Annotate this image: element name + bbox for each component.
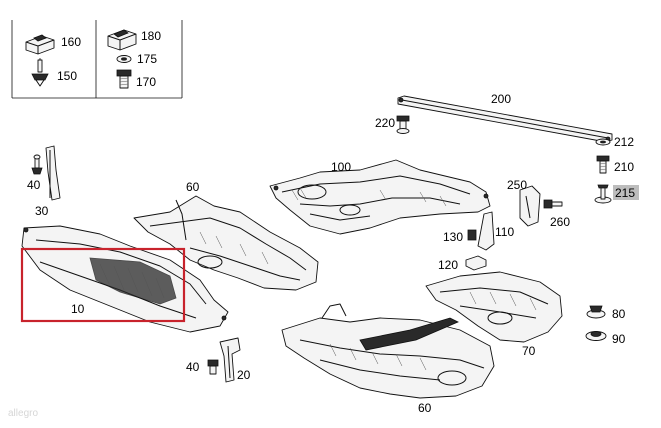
callout-212: 212	[614, 135, 634, 149]
callout-60-lower: 60	[418, 401, 432, 415]
side-shield-70	[425, 271, 563, 343]
callout-130: 130	[443, 230, 463, 244]
spreading-rivet-icon	[31, 58, 49, 87]
legend-label-175: 175	[137, 52, 157, 66]
callout-30: 30	[35, 204, 49, 218]
underbody-panel-10	[21, 225, 229, 333]
callout-20: 20	[237, 368, 251, 382]
bolt-icon	[207, 359, 219, 375]
washer-icon	[116, 55, 132, 63]
callout-215: 215	[615, 186, 635, 200]
spreading-rivet-icon	[594, 184, 612, 204]
engine-cover-100	[269, 159, 491, 235]
clip-nut-icon	[585, 331, 607, 341]
callout-90: 90	[612, 332, 626, 346]
bolt-icon	[543, 199, 563, 209]
bracket-30	[45, 145, 61, 201]
legend-label-180: 180	[141, 29, 161, 43]
bolt-icon	[467, 229, 477, 241]
bracket-110	[477, 211, 495, 251]
small-parts-legend: 160 150 180 175 170	[11, 20, 183, 99]
clip-nut-icon	[107, 29, 137, 51]
callout-40-upper: 40	[27, 178, 41, 192]
callout-210: 210	[614, 160, 634, 174]
callout-250: 250	[507, 178, 527, 192]
callout-40-lower: 40	[186, 360, 200, 374]
clip-nut-icon	[25, 34, 55, 55]
legend-label-170: 170	[136, 75, 156, 89]
bracket-20	[219, 337, 241, 383]
clip-nut-icon	[465, 255, 487, 271]
bracket-250	[519, 185, 541, 227]
legend-label-150: 150	[57, 69, 77, 83]
bolt-icon	[116, 69, 132, 89]
spreading-rivet-icon	[586, 305, 606, 319]
callout-60-upper: 60	[186, 180, 200, 194]
spreading-rivet-icon	[31, 154, 43, 175]
callout-220: 220	[375, 116, 395, 130]
callout-260: 260	[550, 215, 570, 229]
legend-label-160: 160	[61, 35, 81, 49]
strut-200	[397, 95, 613, 143]
bolt-icon	[396, 115, 410, 134]
side-shield-60	[133, 195, 319, 291]
callout-200: 200	[491, 92, 511, 106]
callout-70: 70	[522, 344, 536, 358]
watermark: allegro	[8, 408, 38, 419]
highlight-frame-10	[20, 247, 186, 323]
callout-100: 100	[331, 160, 351, 174]
callout-120: 120	[438, 258, 458, 272]
highlight-badge	[613, 185, 639, 200]
bolt-icon	[596, 155, 610, 174]
callout-80: 80	[612, 307, 626, 321]
callout-10: 10	[71, 302, 85, 316]
callout-110: 110	[495, 225, 514, 239]
rear-panel-60	[281, 303, 495, 399]
washer-icon	[595, 138, 611, 146]
